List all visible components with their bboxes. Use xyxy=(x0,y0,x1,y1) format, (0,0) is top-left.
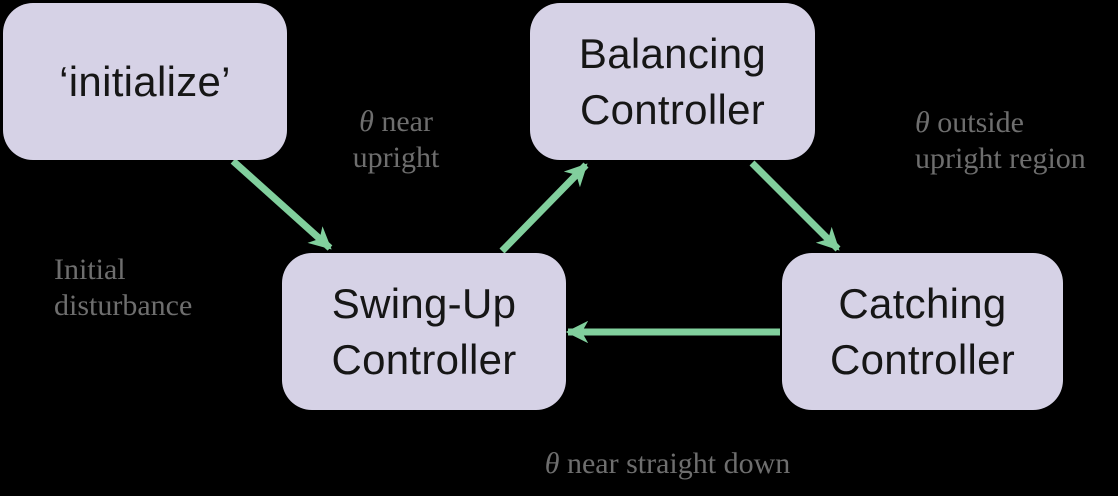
node-balancing-label-line1: Balancing xyxy=(578,29,767,77)
node-swingup-label-line2: Controller xyxy=(331,335,517,383)
node-catching-label-line2: Controller xyxy=(829,335,1016,383)
node-balancing-controller: Balancing Controller xyxy=(530,3,815,160)
edge-balancing-to-catching xyxy=(749,160,841,252)
theta-symbol: θ xyxy=(544,447,560,480)
edge-label-text: near xyxy=(373,105,433,138)
edge-label-line: upright xyxy=(352,141,440,174)
node-balancing-label-line2: Controller xyxy=(579,85,766,133)
edge-label-line: upright region xyxy=(915,142,1086,175)
node-swingup-label-line1: Swing-Up xyxy=(331,279,517,327)
theta-symbol: θ xyxy=(915,106,930,139)
edge-label-theta-near-straight-down: θ near straight down xyxy=(495,446,840,482)
edge-swingup-to-balancing xyxy=(499,162,589,254)
edge-label-line: Initial xyxy=(54,253,126,286)
edge-initialize-to-swingup xyxy=(230,158,333,251)
edge-label-theta-near-upright: θ near upright xyxy=(330,104,462,176)
node-catching-label-line1: Catching xyxy=(838,279,1007,327)
node-swing-up-controller: Swing-Up Controller xyxy=(282,253,566,410)
edge-label-text: outside xyxy=(929,106,1024,139)
edge-label-text: near straight down xyxy=(559,447,791,480)
edge-label-line: θ near xyxy=(330,104,462,140)
edge-label-line: disturbance xyxy=(54,289,193,322)
theta-symbol: θ xyxy=(359,105,374,138)
edge-label-line: θ outside xyxy=(915,105,1086,141)
edge-label-theta-outside-upright-region: θ outside upright region xyxy=(915,105,1086,177)
node-initialize-label: ‘initialize’ xyxy=(59,57,231,105)
node-catching-controller: Catching Controller xyxy=(782,253,1063,410)
edge-label-initial-disturbance: Initial disturbance xyxy=(54,252,192,324)
edge-label-line: θ near straight down xyxy=(495,446,840,482)
node-initialize: ‘initialize’ xyxy=(3,3,287,160)
